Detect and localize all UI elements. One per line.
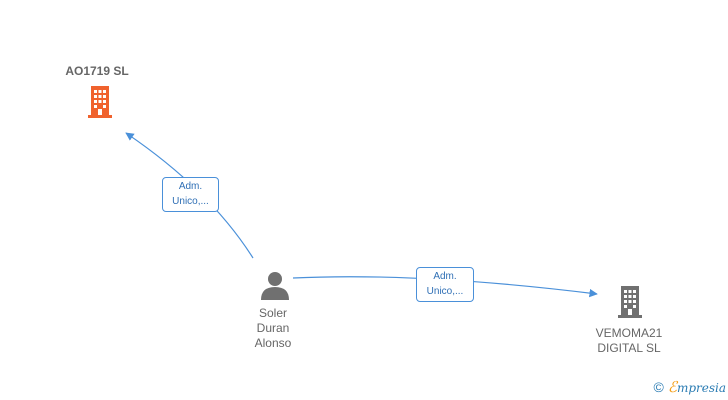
company-label-vemoma21[interactable]: VEMOMA21 DIGITAL SL bbox=[595, 326, 663, 355]
brand-name: mpresia bbox=[676, 381, 726, 395]
edge-label-line1: Adm. bbox=[433, 271, 457, 282]
brand-initial: ℰ bbox=[667, 378, 677, 396]
building-icon[interactable] bbox=[616, 284, 644, 320]
edge-label-role[interactable]: Adm. Unico,... bbox=[416, 267, 474, 302]
edge-label-line2: Unico,... bbox=[172, 196, 209, 207]
person-label-soler-duran-alonso[interactable]: Soler Duran Alonso bbox=[254, 306, 292, 350]
building-icon[interactable] bbox=[86, 84, 114, 120]
copyright-icon: © bbox=[653, 379, 664, 395]
edge-label-role[interactable]: Adm. Unico,... bbox=[162, 177, 219, 212]
person-icon[interactable] bbox=[260, 270, 290, 300]
empresia-logo[interactable]: © ℰmpresia bbox=[654, 378, 726, 396]
edge-label-line2: Unico,... bbox=[426, 286, 464, 297]
company-label-ao1719[interactable]: AO1719 SL bbox=[65, 64, 129, 78]
edge-label-line1: Adm. bbox=[178, 181, 203, 192]
